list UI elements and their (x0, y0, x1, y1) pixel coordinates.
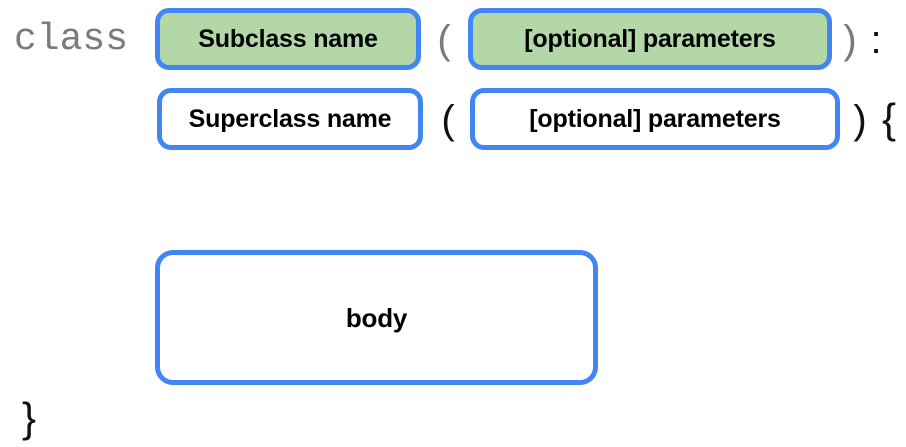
superclass-params-slot[interactable]: [optional] parameters (470, 88, 840, 150)
superclass-name-label: Superclass name (188, 104, 392, 133)
subclass-terminator-colon: : (870, 18, 882, 62)
subclass-name-label: Subclass name (198, 24, 378, 53)
body-label: body (345, 302, 408, 333)
subclass-name-slot[interactable]: Subclass name (155, 8, 421, 70)
superclass-close-paren: ) (853, 98, 867, 142)
subclass-params-slot[interactable]: [optional] parameters (468, 8, 832, 70)
superclass-open-brace: { (881, 95, 897, 142)
subclass-open-paren: ( (437, 18, 451, 62)
body-slot[interactable]: body (155, 250, 598, 385)
class-keyword: class (14, 18, 129, 61)
superclass-open-paren: ( (441, 98, 455, 142)
subclass-close-paren: ) (843, 18, 857, 62)
class-closing-brace: } (21, 394, 37, 441)
superclass-params-label: [optional] parameters (529, 104, 781, 133)
superclass-name-slot[interactable]: Superclass name (157, 88, 423, 150)
subclass-params-label: [optional] parameters (524, 24, 776, 53)
